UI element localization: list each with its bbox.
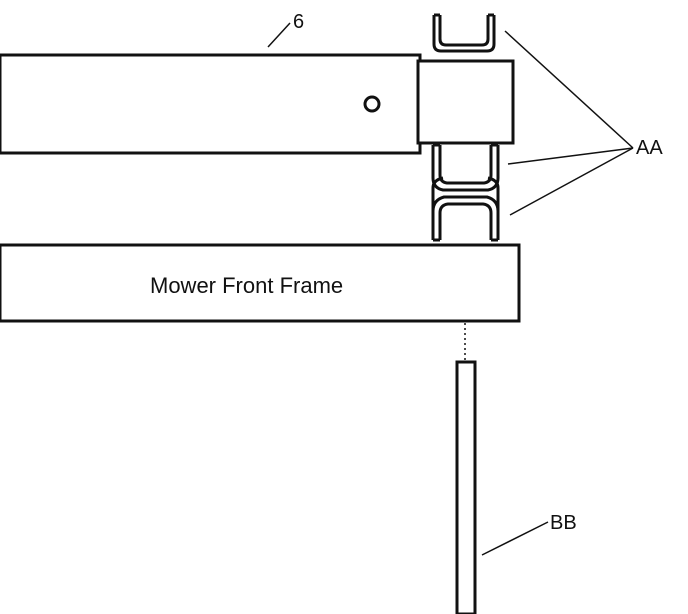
u-clip-top [432, 13, 496, 53]
frame-label: Mower Front Frame [150, 273, 343, 298]
x-clip-middle [431, 143, 500, 220]
sleeve-block [416, 59, 515, 145]
leader-line-aa-bottom [509, 147, 634, 216]
tube-part-6 [0, 53, 422, 155]
callout-label-6: 6 [293, 11, 304, 33]
mower-front-frame [0, 243, 521, 323]
leader-line-part-6 [267, 22, 291, 48]
leader-line-aa-middle [507, 147, 634, 165]
leader-line-bb [481, 521, 549, 556]
u-clip-lower [431, 195, 500, 242]
tube-hole [363, 95, 381, 113]
callout-label-bb: BB [550, 512, 577, 534]
leader-line-aa-top [504, 30, 634, 149]
rod-bb [455, 360, 477, 614]
callout-label-aa: AA [636, 137, 663, 159]
